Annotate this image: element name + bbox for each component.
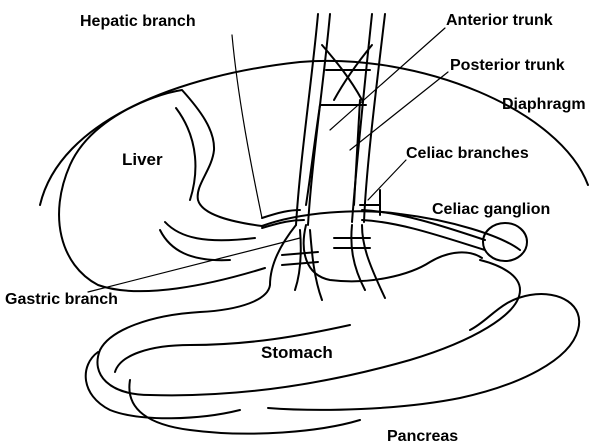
- esophagus-left-inner: [308, 14, 330, 225]
- liver-lower-edge-2: [165, 222, 255, 240]
- leader-gastric: [88, 238, 300, 292]
- celiac-branches-label: Celiac branches: [406, 145, 529, 163]
- anterior-trunk-label: Anterior trunk: [446, 12, 553, 30]
- esophagus-right-outer: [364, 14, 385, 222]
- anterior-trunk-down: [306, 105, 320, 205]
- liver-lower-edge: [160, 230, 230, 260]
- liver-outline: [59, 90, 265, 291]
- gastric-nerve-right-2: [362, 225, 385, 298]
- celiac-to-ganglion-2: [362, 220, 485, 250]
- leader-hepatic: [232, 35, 262, 218]
- liver-label: Liver: [122, 151, 163, 169]
- leader-celiac: [368, 160, 406, 200]
- diaphragm-outline: [40, 61, 588, 205]
- pancreas-tail: [129, 380, 360, 434]
- hepatic-branch-label: Hepatic branch: [80, 13, 196, 31]
- anterior-trunk-nerve: [322, 45, 362, 100]
- stomach-outline: [97, 211, 520, 395]
- diaphragm-label: Diaphragm: [502, 96, 586, 114]
- posterior-trunk-down: [354, 100, 360, 205]
- pancreas-label: Pancreas: [387, 428, 458, 446]
- gastric-branch-label: Gastric branch: [5, 291, 118, 309]
- stomach-label: Stomach: [261, 344, 333, 362]
- liver-inner-lobe: [176, 108, 195, 200]
- posterior-trunk-label: Posterior trunk: [450, 57, 565, 75]
- celiac-ganglion-label: Celiac ganglion: [432, 201, 550, 219]
- stomach-inner-curve: [304, 225, 482, 281]
- gastric-nerve-left-2: [310, 230, 322, 300]
